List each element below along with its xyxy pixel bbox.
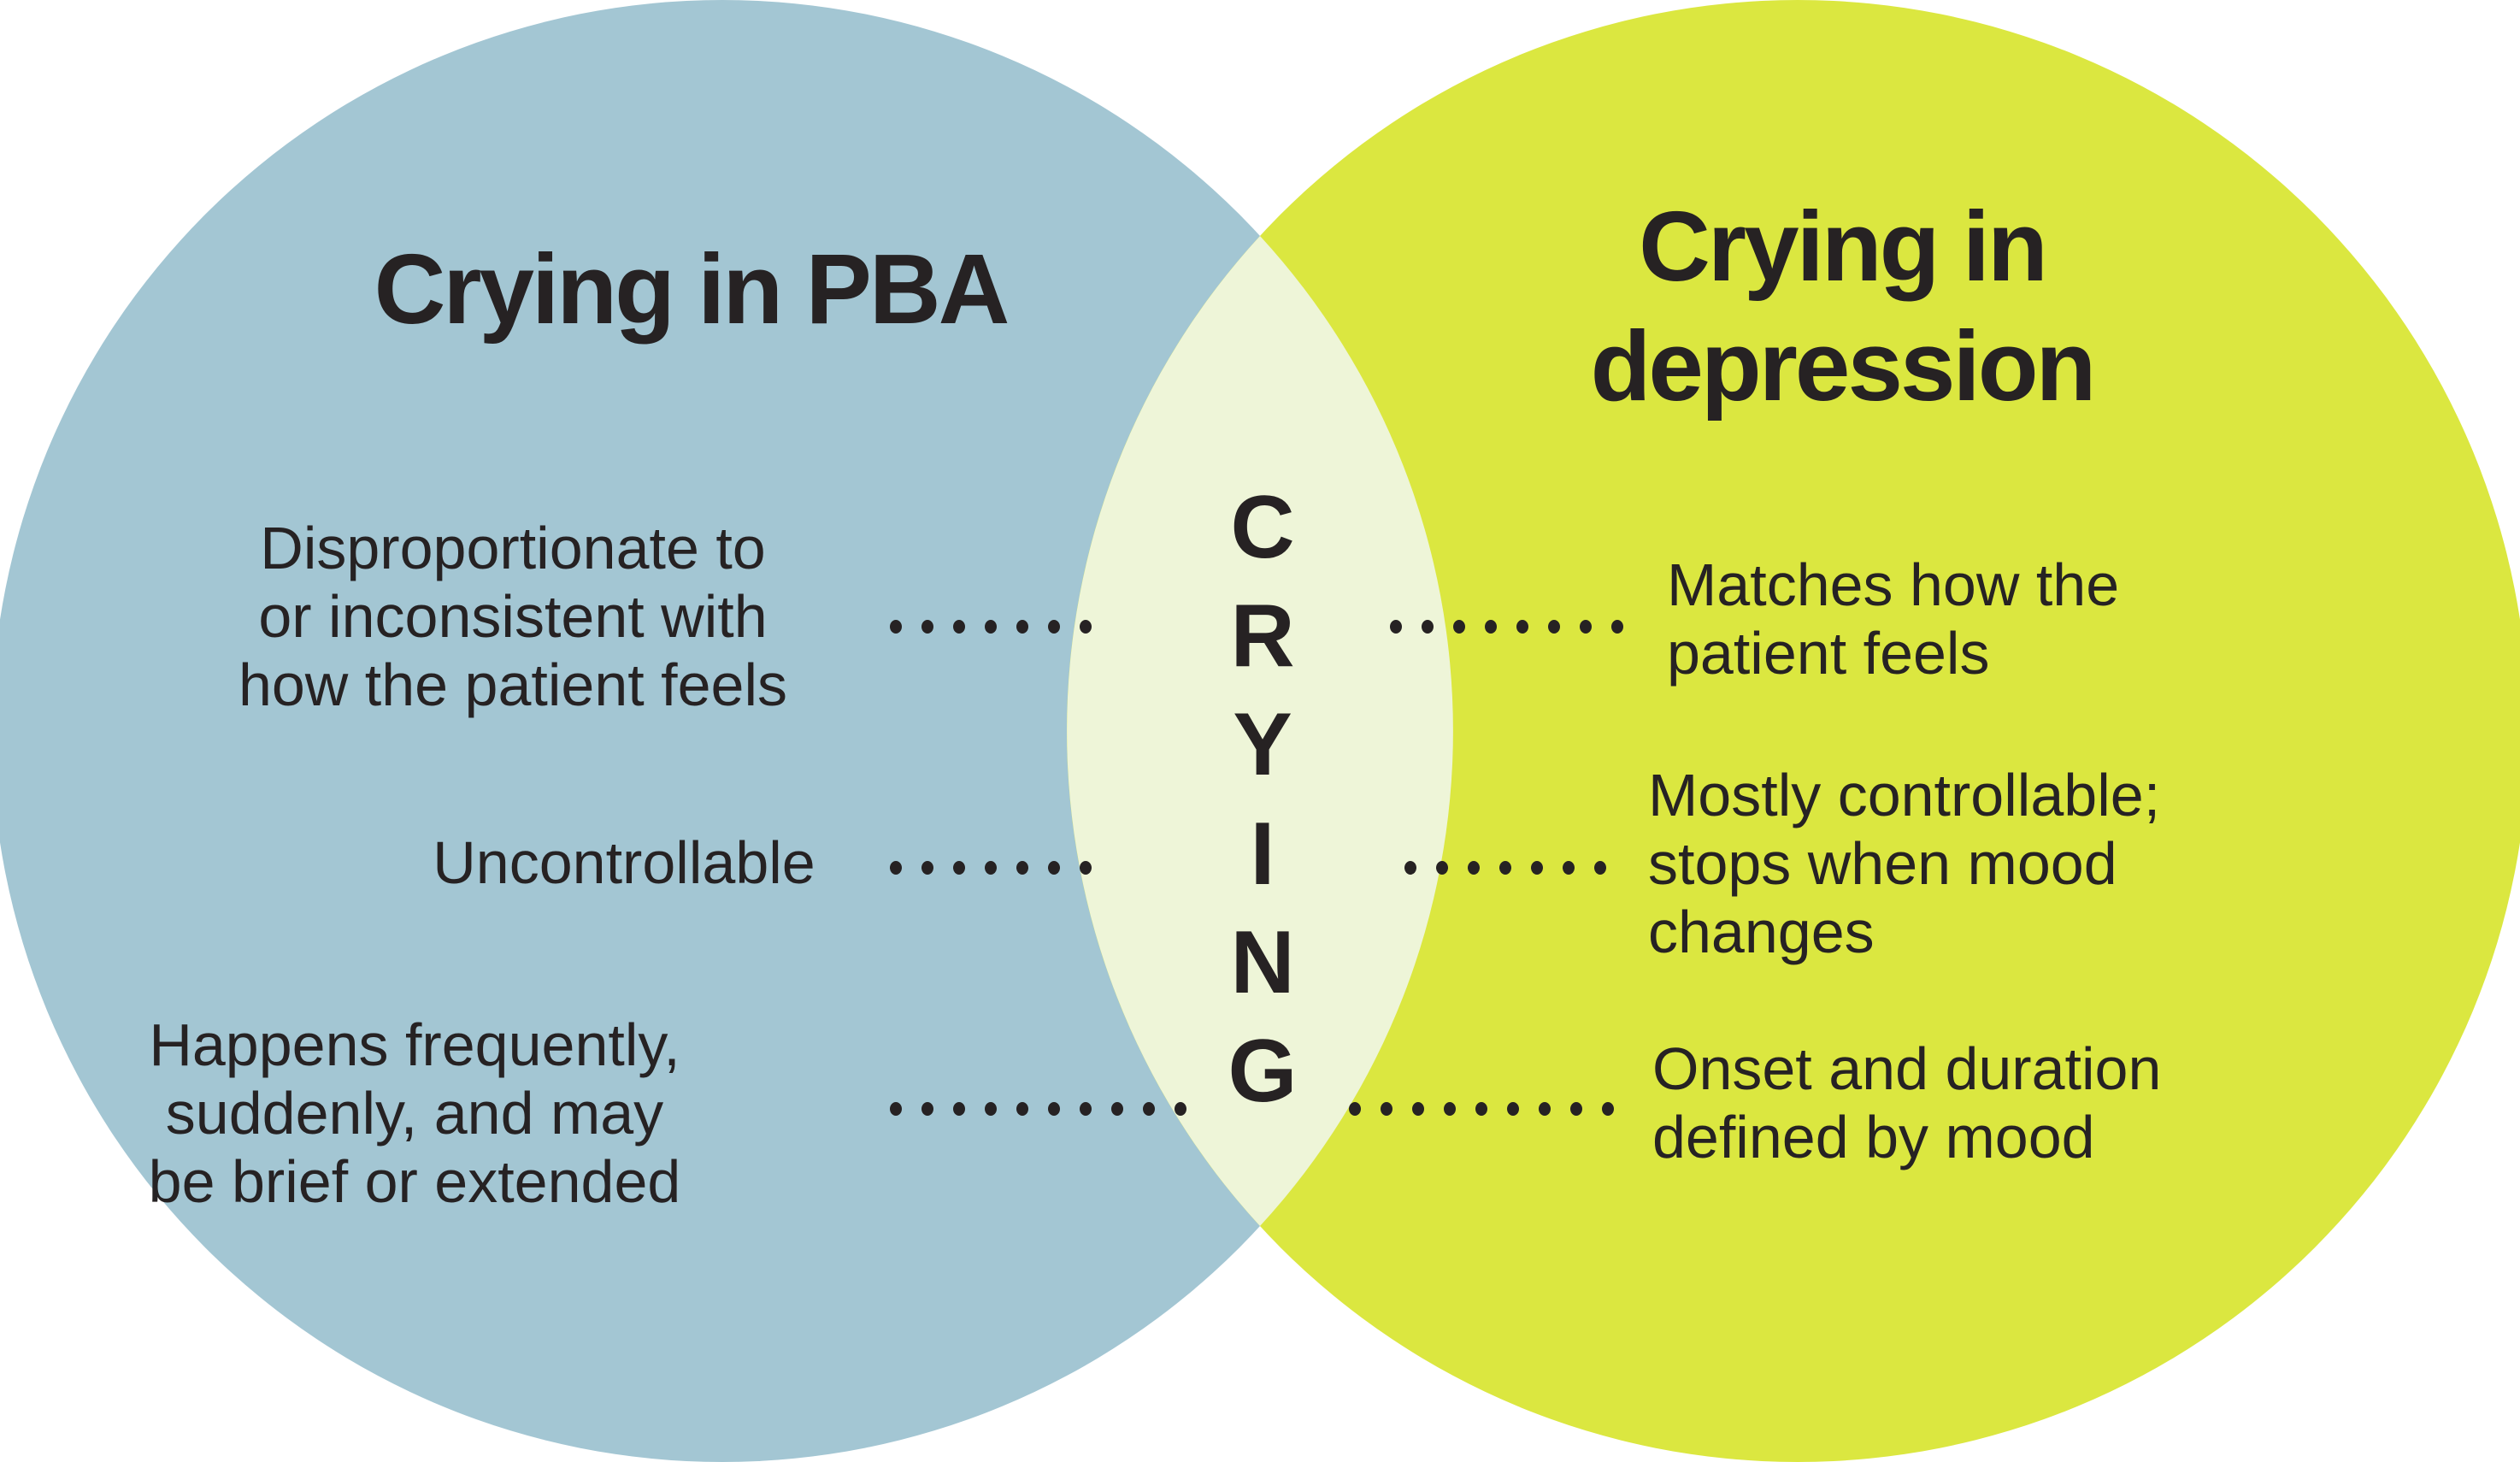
dot	[1444, 1102, 1456, 1116]
overlap-letter: I	[1250, 804, 1275, 904]
pba-item-disproportionate: Disproportionate to or inconsistent with…	[85, 514, 940, 719]
dotted-connector-left-2	[890, 861, 1092, 875]
overlap-letter: C	[1230, 478, 1295, 577]
dot	[1485, 620, 1497, 634]
dot	[1048, 620, 1060, 634]
item-line: patient feels	[1667, 620, 1990, 687]
dot	[1111, 1102, 1123, 1116]
dot	[953, 861, 965, 875]
dot	[1143, 1102, 1155, 1116]
pba-circle	[0, 0, 1453, 1462]
dotted-connector-left-1	[890, 620, 1092, 634]
dotted-connector-right-2	[1404, 861, 1606, 875]
dot	[1548, 620, 1560, 634]
dot	[1516, 620, 1528, 634]
item-line: Happens frequently,	[149, 1011, 680, 1078]
item-line: how the patient feels	[238, 651, 788, 718]
overlap-lens	[1067, 236, 1453, 1226]
dotted-connector-right-3	[1349, 1102, 1614, 1116]
dot	[921, 861, 933, 875]
dot	[921, 620, 933, 634]
overlap-letter: R	[1230, 587, 1295, 687]
item-line: suddenly, and may	[165, 1080, 664, 1147]
item-line: Disproportionate to	[260, 515, 766, 581]
dot	[1390, 620, 1402, 634]
item-line: Onset and duration	[1652, 1035, 2162, 1102]
dot	[1563, 861, 1575, 875]
item-line: Mostly controllable;	[1648, 762, 2161, 828]
item-line: defined by mood	[1652, 1104, 2095, 1170]
item-line: changes	[1648, 899, 1875, 965]
item-line: Uncontrollable	[433, 829, 815, 896]
dot	[890, 620, 902, 634]
dot	[1381, 1102, 1392, 1116]
dot	[1080, 620, 1092, 634]
dot	[921, 1102, 933, 1116]
left-circle-title: Crying in PBA	[374, 233, 1010, 345]
item-line: or inconsistent with	[258, 583, 768, 650]
overlap-letter: N	[1230, 912, 1295, 1012]
dot	[1080, 1102, 1092, 1116]
dot	[1412, 1102, 1424, 1116]
dot	[1594, 861, 1606, 875]
dot	[1016, 1102, 1028, 1116]
dot	[1453, 620, 1465, 634]
dot	[985, 1102, 997, 1116]
dot	[953, 1102, 965, 1116]
right-circle-title: Crying in depression	[1415, 186, 2270, 426]
depression-circle	[1067, 0, 2520, 1462]
dot	[1499, 861, 1511, 875]
dot	[1175, 1102, 1186, 1116]
dot	[1602, 1102, 1614, 1116]
dot	[1468, 861, 1480, 875]
dot	[1422, 620, 1434, 634]
dot	[1531, 861, 1543, 875]
dot	[890, 1102, 902, 1116]
right-circle-title-line: Crying in	[1639, 191, 2048, 302]
item-line: stops when mood	[1648, 830, 2117, 897]
overlap-letter: G	[1228, 1021, 1298, 1121]
dotted-connector-left-3	[890, 1102, 1186, 1116]
dot	[1570, 1102, 1582, 1116]
pba-item-uncontrollable: Uncontrollable	[197, 828, 1051, 897]
dot	[1436, 861, 1448, 875]
item-line: be brief or extended	[148, 1148, 681, 1215]
dot	[953, 620, 965, 634]
dot	[1507, 1102, 1519, 1116]
right-circle-title-line: depression	[1590, 310, 2097, 422]
dot	[890, 861, 902, 875]
dot	[1349, 1102, 1361, 1116]
dot	[1048, 1102, 1060, 1116]
item-line: Matches how the	[1667, 551, 2120, 618]
dot	[1016, 620, 1028, 634]
pba-item-frequency: Happens frequently, suddenly, and may be…	[0, 1011, 842, 1216]
depression-item-matches-feelings: Matches how the patient feels	[1667, 551, 2436, 687]
dot	[1580, 620, 1592, 634]
dot	[985, 861, 997, 875]
dot	[1539, 1102, 1551, 1116]
dot	[1016, 861, 1028, 875]
dot	[1048, 861, 1060, 875]
dot	[1611, 620, 1623, 634]
dot	[1404, 861, 1416, 875]
overlap-letter: Y	[1233, 695, 1292, 795]
depression-item-controllable: Mostly controllable; stops when mood cha…	[1648, 761, 2417, 966]
dot	[1080, 861, 1092, 875]
dot	[1475, 1102, 1487, 1116]
dotted-connector-right-1	[1390, 620, 1623, 634]
depression-item-onset-duration: Onset and duration defined by mood	[1652, 1035, 2422, 1171]
dot	[985, 620, 997, 634]
overlap-word-crying: C R Y I N G	[1134, 483, 1391, 1116]
